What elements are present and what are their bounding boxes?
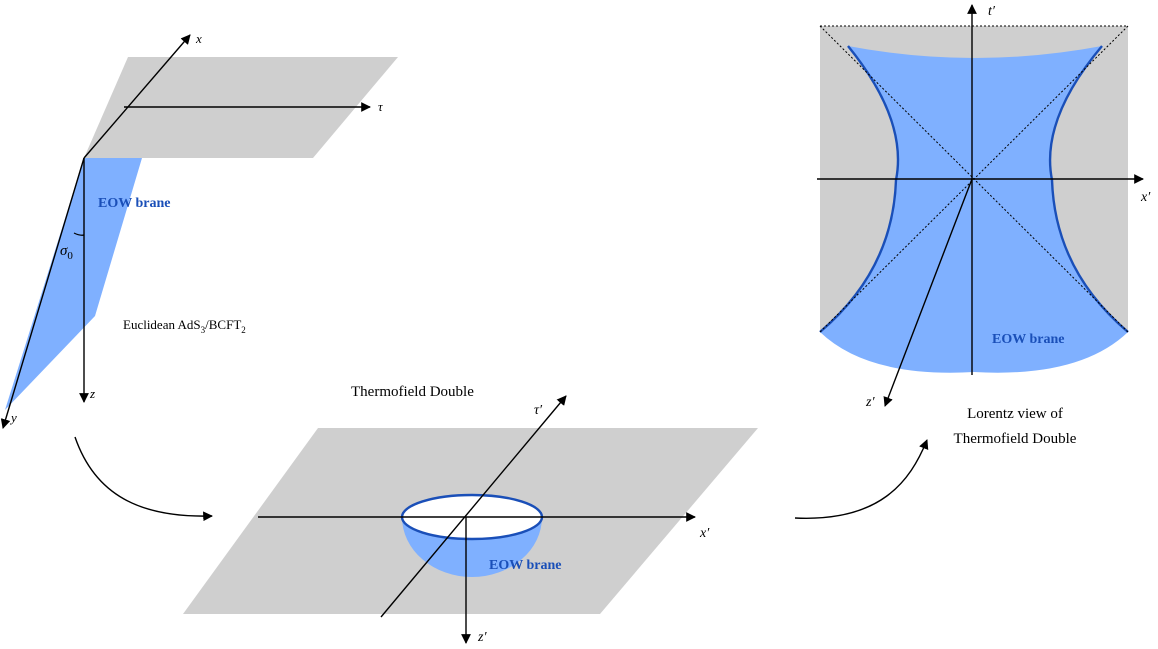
lorentz-z-axis — [883, 178, 973, 407]
lorentz-panel: t′ x′ z′ EOW brane Lorentz view of Therm… — [817, 4, 1151, 447]
sigma0-label: σ0 — [60, 243, 73, 262]
lorentz-caption-line1: Lorentz view of — [967, 406, 1063, 422]
euclidean-x-axis — [83, 34, 191, 159]
euclidean-tau-label: τ — [378, 99, 384, 114]
tfd-z-label: z′ — [477, 630, 487, 645]
lorentz-x-label: x′ — [1140, 190, 1151, 205]
eow-brane-label-lorentz: EOW brane — [992, 332, 1064, 347]
sigma0-angle-arc — [73, 232, 85, 236]
tfd-tau-axis — [380, 395, 567, 618]
euclidean-z-label: z — [89, 386, 95, 401]
tfd-tau-label: τ′ — [534, 403, 543, 418]
euclidean-panel: x τ z y σ0 EOW brane Euclidean AdS3/BCFT… — [0, 31, 398, 429]
arrow-euclidean-to-tfd — [74, 436, 213, 522]
eow-brane-lorentz — [820, 46, 1128, 373]
lorentz-caption-line2: Thermofield Double — [954, 431, 1077, 447]
brane-right-boundary — [1048, 45, 1129, 333]
lorentz-t-label: t′ — [988, 4, 996, 19]
brane-left-boundary — [819, 45, 900, 333]
euclidean-caption: Euclidean AdS3/BCFT2 — [123, 317, 246, 335]
euclidean-x-label: x — [195, 31, 202, 46]
tfd-x-label: x′ — [699, 526, 710, 541]
euclidean-y-axis — [0, 157, 85, 429]
tfd-title: Thermofield Double — [351, 384, 474, 400]
arrow-tfd-to-lorentz — [794, 439, 929, 519]
eow-brane-label-tfd: EOW brane — [489, 558, 561, 573]
lorentz-z-label: z′ — [865, 395, 875, 410]
euclidean-y-label: y — [9, 410, 17, 425]
tfd-panel: Thermofield Double τ′ x′ z′ EOW brane — [183, 384, 758, 645]
eow-brane-label-euclidean: EOW brane — [98, 196, 170, 211]
eow-brane-euclidean — [5, 158, 142, 410]
